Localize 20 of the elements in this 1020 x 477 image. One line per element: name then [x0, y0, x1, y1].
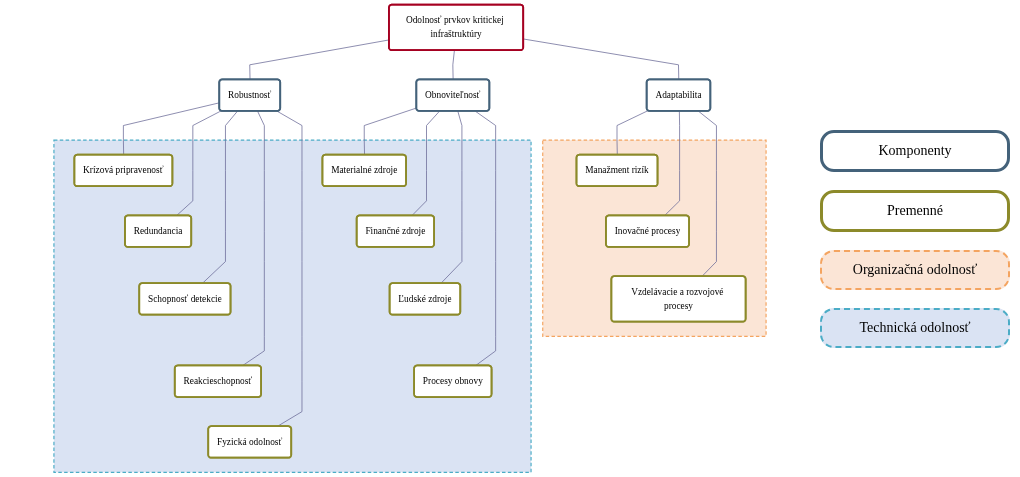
connector — [241, 110, 265, 367]
connector — [698, 110, 717, 277]
legend-item: Komponenty — [820, 129, 1010, 172]
connector — [363, 107, 417, 156]
connector — [201, 110, 238, 284]
connector — [523, 38, 680, 81]
connector — [176, 110, 222, 217]
connector — [276, 110, 303, 427]
connector — [616, 110, 649, 156]
legend-item: Premenné — [820, 189, 1010, 232]
connector — [475, 110, 496, 367]
legend-item: Organizačná odolnosť — [820, 249, 1010, 290]
connector — [411, 110, 440, 217]
cluster — [53, 139, 532, 473]
connector — [123, 102, 220, 156]
connector — [664, 110, 680, 217]
connector — [440, 110, 463, 284]
connector — [452, 50, 455, 81]
legend-item: Technická odolnosť — [820, 307, 1010, 348]
cluster — [542, 139, 767, 337]
